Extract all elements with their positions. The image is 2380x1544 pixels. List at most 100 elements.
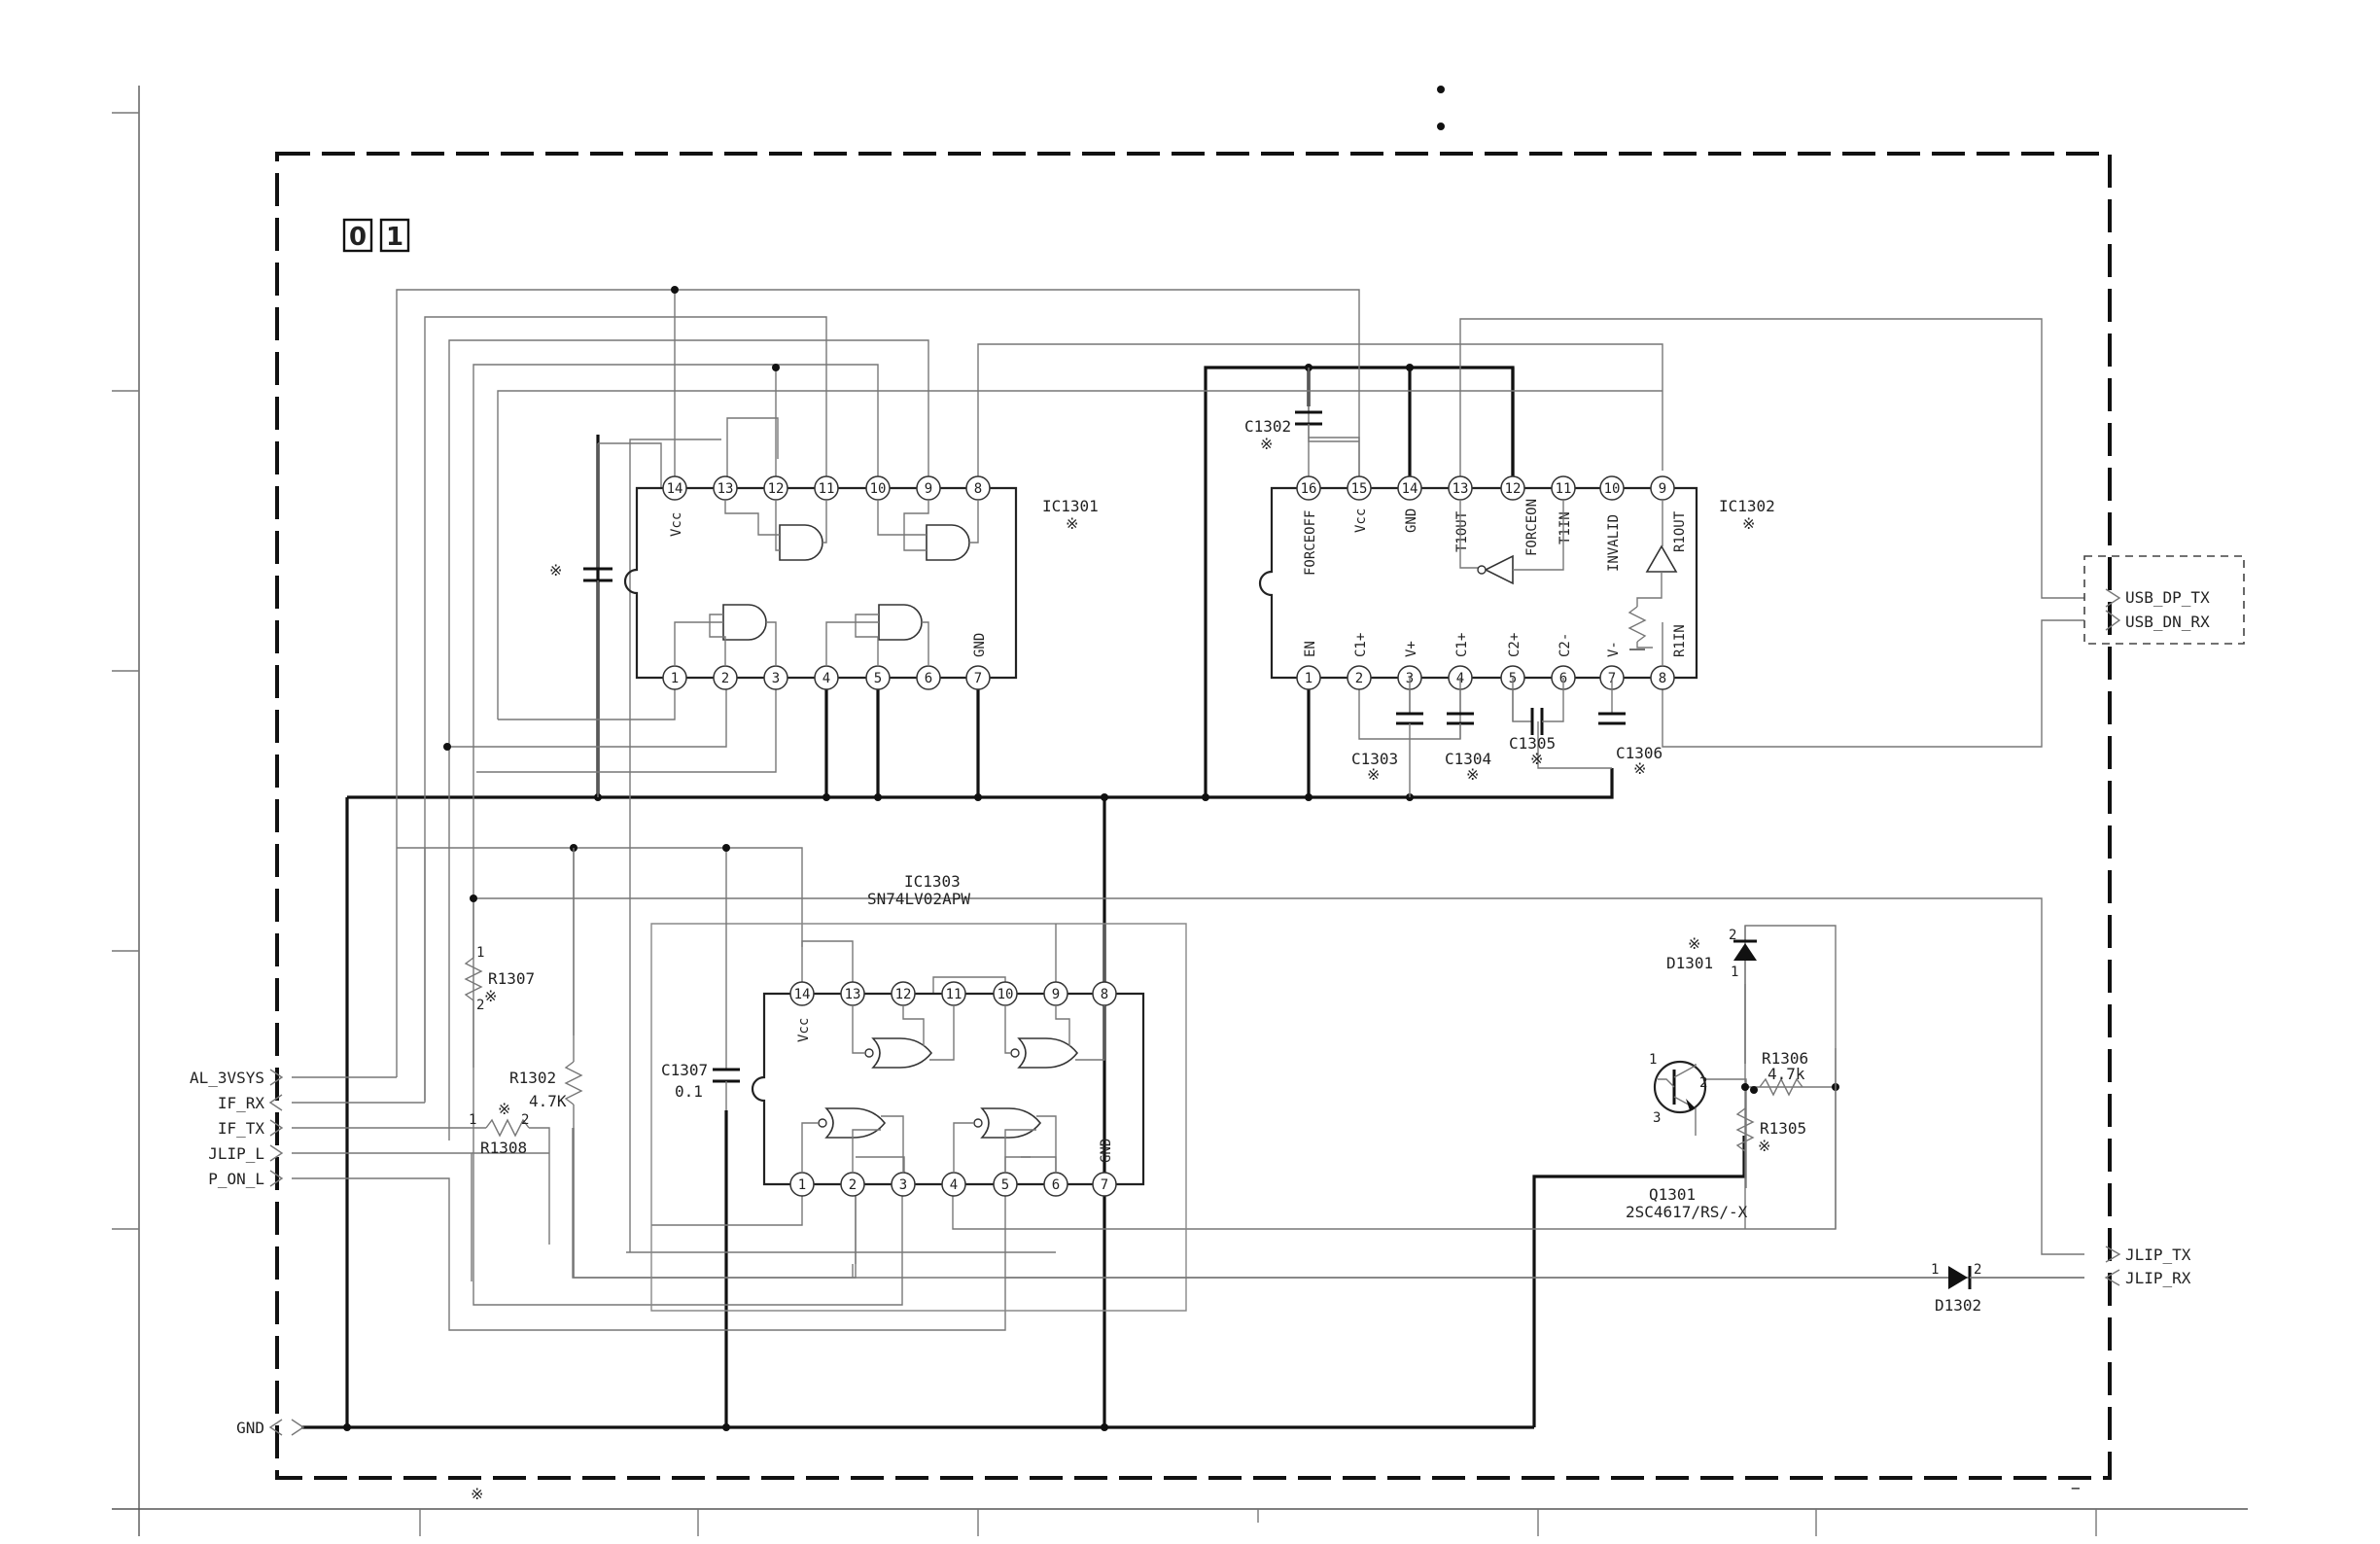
ic1301-pin: 10 <box>870 481 887 497</box>
ic1301-pin: 2 <box>721 671 729 686</box>
ic1302-pin: 9 <box>1659 481 1666 497</box>
c1305: C1305 ※ <box>1509 678 1564 768</box>
ic1302-pin: 14 <box>1402 481 1418 497</box>
ic1301-pin: 1 <box>671 671 679 686</box>
c1306: C1306 ※ <box>1598 678 1662 778</box>
ic1302-pin-label: C2+ <box>1507 633 1522 657</box>
ic1302-pin-label: R1OUT <box>1672 510 1688 552</box>
conn-if-tx: IF_TX <box>218 1119 265 1138</box>
c1302-label: C1302 <box>1244 417 1291 436</box>
gnd-rails <box>301 364 1746 1431</box>
conn-p-on-l: P_ON_L <box>208 1170 264 1188</box>
ic1302-top-pins: 16 15 14 13 12 11 10 9 <box>1296 475 1675 501</box>
ic1302-pin-label: GND <box>1404 509 1419 533</box>
c1306-mark: ※ <box>1633 759 1646 778</box>
signal-wires <box>292 286 2084 1331</box>
q1301-ref: Q1301 <box>1649 1185 1696 1204</box>
ic1301-mark: ※ <box>1066 514 1078 533</box>
ic1302-pin: 15 <box>1351 481 1368 497</box>
r1308-pin: 2 <box>521 1112 529 1128</box>
ic1302-mark: ※ <box>1742 514 1755 533</box>
conn-al-3vsys: AL_3VSYS <box>190 1069 264 1087</box>
ic1303-pin: 7 <box>1101 1177 1108 1193</box>
d1302-pin: 2 <box>1974 1262 1981 1278</box>
r1308: 1 2 ※ R1308 <box>449 1100 550 1245</box>
conn-gnd: GND <box>236 1419 264 1437</box>
ic1303-part: SN74LV02APW <box>867 890 970 908</box>
ic1302-pin-label: FORCEON <box>1524 499 1540 556</box>
jlip-connectors: JLIP_TX JLIP_RX <box>2104 1246 2191 1287</box>
ic1302-pin: 13 <box>1452 481 1469 497</box>
conn-if-rx: IF_RX <box>218 1094 265 1112</box>
r1306: R1306 4.7k <box>1759 1049 1808 1097</box>
ic1302-pin-label: C1+ <box>1353 633 1369 657</box>
q1301-part: 2SC4617/RS/-X <box>1626 1203 1748 1221</box>
ic1301-pin: 11 <box>819 481 835 497</box>
usb-dn-rx-label: USB_DN_RX <box>2125 613 2210 631</box>
ic1303-pin: 13 <box>845 987 861 1002</box>
c1302: C1302 ※ <box>1244 368 1359 453</box>
ic1302-pin: 12 <box>1505 481 1522 497</box>
ic1301-pin: 6 <box>925 671 932 686</box>
c1303-label: C1303 <box>1351 750 1398 768</box>
ic1303-pin: 1 <box>798 1177 806 1193</box>
r1305: R1305 ※ <box>1735 1107 1806 1155</box>
ic1302-pin-label: V+ <box>1404 641 1419 657</box>
c1305-mark: ※ <box>1530 750 1543 768</box>
d1301-label: D1301 <box>1666 954 1713 972</box>
d1301-pin: 1 <box>1731 965 1738 980</box>
d1302-pin: 1 <box>1931 1262 1939 1278</box>
ic1301: 14 13 12 11 10 9 8 1 2 3 4 5 6 7 <box>623 475 1099 690</box>
ic1303-pin: 12 <box>895 987 912 1002</box>
ic1303-pin: 10 <box>998 987 1014 1002</box>
ic1303-top-pins: 14 13 12 11 10 9 8 <box>789 981 1117 1006</box>
ic1303-pin: 14 <box>794 987 811 1002</box>
q1301: 1 2 3 Q1301 2SC4617/RS/-X <box>1626 1052 1748 1221</box>
c1303: C1303 ※ <box>1351 678 1423 797</box>
ic1303-pin: 6 <box>1052 1177 1060 1193</box>
ic1302-pin-label: Vcc <box>1353 509 1369 533</box>
conn-jlip-tx: JLIP_TX <box>2125 1246 2191 1264</box>
ic1301-cap: ※ <box>549 443 612 797</box>
ic1302-pin: 1 <box>1305 671 1312 686</box>
ic1302-pin-label: EN <box>1303 641 1318 657</box>
d1301-mark: ※ <box>1688 934 1700 953</box>
ic1303-pin: 11 <box>946 987 962 1002</box>
r1305-mark: ※ <box>1758 1137 1770 1155</box>
ic1302-pin-label: V- <box>1606 641 1622 657</box>
r1307-mark: ※ <box>484 987 497 1005</box>
ic1303-pin: 2 <box>849 1177 857 1193</box>
r1307-pin: 1 <box>476 945 484 961</box>
ic1301-pin: 7 <box>974 671 982 686</box>
ic1303-pin: 4 <box>950 1177 958 1193</box>
d1302-label: D1302 <box>1935 1296 1981 1315</box>
d1302: 1 2 D1302 <box>1005 1262 2084 1315</box>
board-mark: 0 1 <box>342 218 410 253</box>
ic1302-pin-label: T1OUT <box>1454 510 1470 552</box>
ic1301-vcc-label: Vcc <box>669 512 684 537</box>
c1306-label: C1306 <box>1616 744 1662 762</box>
c1307: C1307 0.1 <box>661 844 740 1110</box>
ic1302-pin-label: INVALID <box>1606 514 1622 572</box>
ic1302-pin-label: C2- <box>1558 633 1573 657</box>
r1308-mark: ※ <box>498 1100 510 1118</box>
ic1301-pin: 3 <box>772 671 780 686</box>
board-boundary <box>275 152 2112 1480</box>
ic1301-bottom-pins: 1 2 3 4 5 6 7 <box>662 665 991 690</box>
c1304-mark: ※ <box>1466 765 1479 784</box>
ic1302-pin-label: R1IN <box>1672 624 1688 657</box>
ic1302: 16 15 14 13 12 11 10 9 1 2 3 4 5 6 7 8 <box>1258 475 1775 690</box>
ic1303-pin: 5 <box>1001 1177 1009 1193</box>
c1304: C1304 ※ <box>1445 678 1491 784</box>
r1307: 1 2 R1307 ※ <box>464 895 535 1153</box>
ic1303-pin: 9 <box>1052 987 1060 1002</box>
board-mark-1: 1 <box>386 223 403 252</box>
ic1303: 14 13 12 11 10 9 8 1 2 3 4 5 6 7 <box>751 872 1145 1197</box>
ic1301-pin: 8 <box>974 481 982 497</box>
ic1303-ref: IC1303 <box>904 872 961 891</box>
conn-jlip-rx: JLIP_RX <box>2125 1269 2191 1287</box>
usb-connector-block: USB_DP_TX USB_DN_RX <box>2083 555 2245 645</box>
d1301-pin: 2 <box>1729 928 1736 943</box>
r1302-value: 4.7K <box>529 1092 567 1110</box>
